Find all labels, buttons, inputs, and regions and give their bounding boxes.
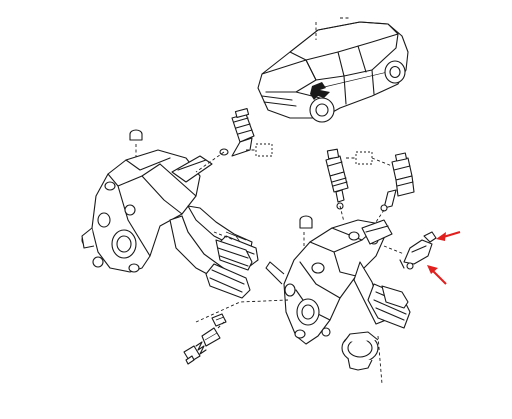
- car-illustration: [257, 17, 409, 123]
- right-switches-callout: [346, 151, 393, 167]
- right-pedal-box: [265, 215, 411, 345]
- left-pedal-rubbers: [215, 239, 253, 271]
- left-pedal-box: [81, 129, 259, 299]
- upper-switch-callout: [255, 143, 273, 157]
- red-arrow-lower: [427, 265, 447, 285]
- pedal-rubber-pad: [341, 331, 383, 385]
- clutch-switch: [383, 231, 437, 270]
- right-switch-right: [380, 152, 415, 212]
- right-switch-left: [325, 148, 349, 210]
- red-arrow-upper: [436, 231, 461, 241]
- upper-pedal-switch: [219, 107, 256, 157]
- bolt-assembly: [183, 299, 289, 365]
